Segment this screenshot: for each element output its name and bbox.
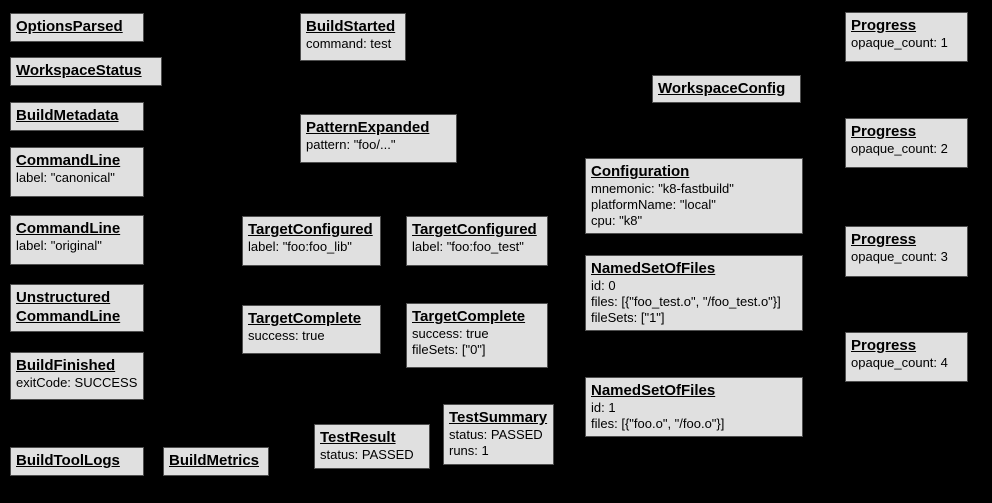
event-field: label: "canonical" <box>16 170 115 185</box>
node-configuration: Configuration mnemonic: "k8-fastbuild" p… <box>585 158 803 234</box>
event-field: pattern: "foo/..." <box>306 137 396 152</box>
event-field: runs: 1 <box>449 443 489 458</box>
event-field: files: [{"foo_test.o", "/foo_test.o"}] <box>591 294 781 309</box>
node-progress-4: Progress opaque_count: 4 <box>845 332 968 382</box>
event-title: Progress <box>851 337 917 354</box>
event-field: fileSets: ["1"] <box>591 310 665 325</box>
event-field: status: PASSED <box>320 447 414 462</box>
event-field: mnemonic: "k8-fastbuild" <box>591 181 734 196</box>
event-title: OptionsParsed <box>16 18 123 35</box>
event-field: success: true <box>248 328 325 343</box>
event-field: label: "original" <box>16 238 102 253</box>
event-title: Progress <box>851 17 917 34</box>
event-field: command: test <box>306 36 392 51</box>
event-title: TargetConfigured <box>248 221 373 238</box>
event-title: BuildStarted <box>306 18 396 35</box>
event-title: BuildMetrics <box>169 452 260 469</box>
event-title: Progress <box>851 231 917 248</box>
event-title: BuildFinished <box>16 357 116 374</box>
event-title: PatternExpanded <box>306 119 430 136</box>
event-field: opaque_count: 3 <box>851 249 948 264</box>
node-target-complete-foo-lib: TargetComplete success: true <box>242 305 381 354</box>
event-field: opaque_count: 4 <box>851 355 948 370</box>
event-field: exitCode: SUCCESS <box>16 375 138 390</box>
event-title: WorkspaceConfig <box>658 80 786 97</box>
event-title: Unstructured CommandLine <box>16 289 121 325</box>
event-title: Configuration <box>591 163 690 180</box>
event-title: TestResult <box>320 429 396 446</box>
event-title: NamedSetOfFiles <box>591 260 716 277</box>
event-field: fileSets: ["0"] <box>412 342 486 357</box>
node-unstructured-command-line: Unstructured CommandLine <box>10 284 144 332</box>
node-named-set-of-files-1: NamedSetOfFiles id: 1 files: [{"foo.o", … <box>585 377 803 437</box>
event-field: id: 1 <box>591 400 616 415</box>
node-target-complete-foo-test: TargetComplete success: true fileSets: [… <box>406 303 548 368</box>
event-title: BuildToolLogs <box>16 452 120 469</box>
event-field: cpu: "k8" <box>591 213 643 228</box>
node-workspace-config: WorkspaceConfig <box>652 75 801 103</box>
event-field: id: 0 <box>591 278 616 293</box>
event-field: status: PASSED <box>449 427 543 442</box>
event-title: TargetComplete <box>412 308 526 325</box>
node-options-parsed: OptionsParsed <box>10 13 144 42</box>
node-workspace-status: WorkspaceStatus <box>10 57 162 86</box>
node-build-metadata: BuildMetadata <box>10 102 144 131</box>
event-field: opaque_count: 1 <box>851 35 948 50</box>
node-pattern-expanded: PatternExpanded pattern: "foo/..." <box>300 114 457 163</box>
event-title: CommandLine <box>16 220 121 237</box>
node-target-configured-foo-test: TargetConfigured label: "foo:foo_test" <box>406 216 548 266</box>
node-build-metrics: BuildMetrics <box>163 447 269 476</box>
event-title: WorkspaceStatus <box>16 62 142 79</box>
node-test-result: TestResult status: PASSED <box>314 424 430 469</box>
event-title: Progress <box>851 123 917 140</box>
node-command-line-original: CommandLine label: "original" <box>10 215 144 265</box>
event-field: label: "foo:foo_lib" <box>248 239 352 254</box>
event-field: success: true <box>412 326 489 341</box>
node-build-finished: BuildFinished exitCode: SUCCESS <box>10 352 144 400</box>
node-progress-2: Progress opaque_count: 2 <box>845 118 968 168</box>
node-progress-3: Progress opaque_count: 3 <box>845 226 968 277</box>
node-build-tool-logs: BuildToolLogs <box>10 447 144 476</box>
event-title: CommandLine <box>16 152 121 169</box>
event-field: files: [{"foo.o", "/foo.o"}] <box>591 416 725 431</box>
node-progress-1: Progress opaque_count: 1 <box>845 12 968 62</box>
node-target-configured-foo-lib: TargetConfigured label: "foo:foo_lib" <box>242 216 381 266</box>
event-field: opaque_count: 2 <box>851 141 948 156</box>
event-title: BuildMetadata <box>16 107 119 124</box>
event-title: NamedSetOfFiles <box>591 382 716 399</box>
node-named-set-of-files-0: NamedSetOfFiles id: 0 files: [{"foo_test… <box>585 255 803 331</box>
event-title: TargetComplete <box>248 310 362 327</box>
event-title: TestSummary <box>449 409 548 426</box>
node-command-line-canonical: CommandLine label: "canonical" <box>10 147 144 197</box>
node-test-summary: TestSummary status: PASSED runs: 1 <box>443 404 554 465</box>
event-title: TargetConfigured <box>412 221 537 238</box>
event-field: platformName: "local" <box>591 197 716 212</box>
event-field: label: "foo:foo_test" <box>412 239 524 254</box>
node-build-started: BuildStarted command: test <box>300 13 406 61</box>
